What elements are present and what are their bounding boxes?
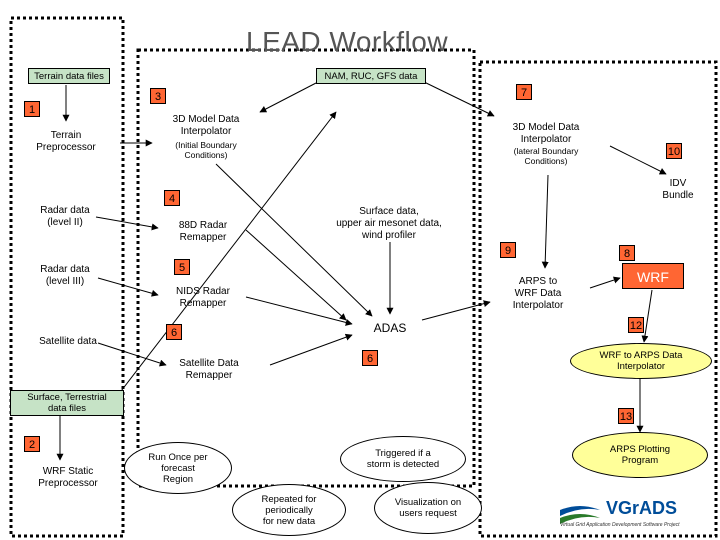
repeated-ellipse: Repeated for periodically for new data xyxy=(232,484,346,536)
wrf-to-arps-ellipse: WRF to ARPS Data Interpolator xyxy=(570,343,712,379)
arrows xyxy=(56,79,667,461)
triggered-ellipse: Triggered if a storm is detected xyxy=(340,436,466,482)
badge-6: 6 xyxy=(166,324,182,340)
radar-level2-label: Radar data (level II) xyxy=(40,205,90,228)
badge-5: 5 xyxy=(174,259,190,275)
badge-12: 12 xyxy=(628,317,644,333)
repeated-label: Repeated for periodically for new data xyxy=(261,493,317,527)
diagram-title: LEAD Workflow xyxy=(246,26,449,57)
wrf-node: WRF xyxy=(622,263,684,289)
badge-2: 2 xyxy=(24,436,40,452)
visualization-ellipse: Visualization on users request xyxy=(374,482,482,534)
surface-terrestrial-label: Surface, Terrestrial data files xyxy=(27,392,107,414)
badge-7: 7 xyxy=(516,84,532,100)
nam-ruc-gfs-label: NAM, RUC, GFS data xyxy=(324,70,418,82)
idv-bundle-label: IDV Bundle xyxy=(662,178,694,201)
frame-run-once xyxy=(9,16,125,538)
badge-9: 9 xyxy=(500,242,516,258)
wrf-static-label: WRF Static Preprocessor xyxy=(38,466,98,489)
badge-3: 3 xyxy=(150,88,166,104)
frame-repeated xyxy=(136,48,476,488)
terrain-preprocessor-label: Terrain Preprocessor xyxy=(36,130,96,153)
radar-level3-label: Radar data (level III) xyxy=(40,264,90,287)
terrain-data-files-box: Terrain data files xyxy=(28,68,110,84)
badge-13: 13 xyxy=(618,408,634,424)
interp-initial-label: 3D Model Data Interpolator xyxy=(172,114,240,137)
terrain-data-files-label: Terrain data files xyxy=(34,70,104,82)
interp-initial-note: (Initial Boundary Conditions) xyxy=(175,140,237,160)
arps-plotting-ellipse: ARPS Plotting Program xyxy=(572,432,708,478)
badge-4: 4 xyxy=(164,190,180,206)
arps-plotting-label: ARPS Plotting Program xyxy=(609,444,671,466)
nam-ruc-gfs-box: NAM, RUC, GFS data xyxy=(316,68,426,84)
interp-lateral-note: (lateral Boundary Conditions) xyxy=(513,146,579,166)
wrf-to-arps-label: WRF to ARPS Data Interpolator xyxy=(599,350,683,372)
arps-to-wrf-label: ARPS to WRF Data Interpolator xyxy=(512,276,564,311)
radar-88d-remapper-label: 88D Radar Remapper xyxy=(178,220,228,243)
badge-10: 10 xyxy=(666,143,682,159)
vgrads-name: VGrADS xyxy=(606,498,678,518)
badge-6b: 6 xyxy=(362,350,378,366)
vgrads-mark-icon xyxy=(560,506,600,524)
satellite-data-label: Satellite data xyxy=(39,336,97,347)
satellite-remapper-label: Satellite Data Remapper xyxy=(179,358,239,381)
run-once-label: Run Once per forecast Region xyxy=(148,451,208,485)
badge-8: 8 xyxy=(619,245,635,261)
interp-lateral-label: 3D Model Data Interpolator xyxy=(512,122,580,145)
frame-triggered xyxy=(478,60,718,538)
surface-data-profiler-label: Surface data, upper air mesonet data, wi… xyxy=(336,206,442,241)
badge-1: 1 xyxy=(24,101,40,117)
run-once-ellipse: Run Once per forecast Region xyxy=(124,442,232,494)
vgrads-logo: VGrADS Virtual Grid Application Developm… xyxy=(554,496,718,536)
vgrads-subtitle: Virtual Grid Application Development Sof… xyxy=(560,522,680,528)
adas-node: ADAS xyxy=(373,321,407,335)
surface-terrestrial-box: Surface, Terrestrial data files xyxy=(10,390,124,416)
nids-remapper-label: NIDS Radar Remapper xyxy=(176,286,230,309)
visualization-label: Visualization on users request xyxy=(394,497,462,519)
triggered-label: Triggered if a storm is detected xyxy=(366,448,440,470)
